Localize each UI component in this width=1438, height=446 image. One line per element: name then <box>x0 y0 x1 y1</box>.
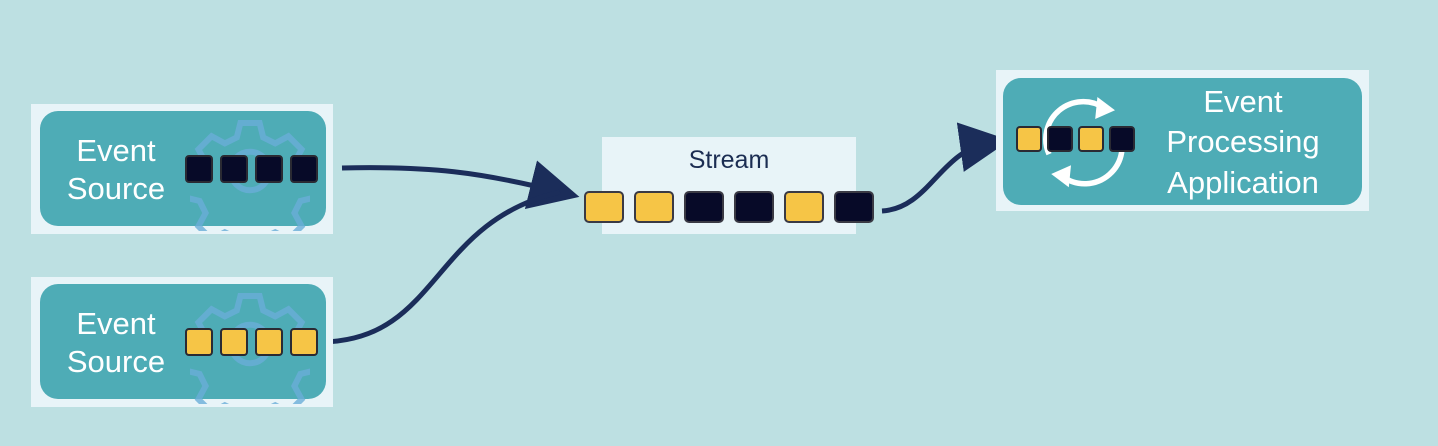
stream-event <box>784 191 824 223</box>
event-square <box>1078 126 1104 152</box>
event-processing-card: Event Processing Application <box>1003 78 1362 205</box>
event-source-card-2: Event Source <box>40 284 326 404</box>
source-label-line2: Source <box>66 344 166 379</box>
stream-event <box>734 191 774 223</box>
arrow-source1-to-stream <box>341 160 580 209</box>
event-square <box>220 155 248 183</box>
event-square <box>290 328 318 356</box>
event-square <box>1016 126 1042 152</box>
processor-label-line2: Processing <box>1166 124 1320 159</box>
processor-label-line1: Event <box>1203 84 1283 119</box>
source-label-line1: Event <box>76 133 156 168</box>
arrow-stream-to-processor <box>881 122 1010 214</box>
stream-event <box>834 191 874 223</box>
stream-event <box>584 191 624 223</box>
source-label-line1: Event <box>76 306 156 341</box>
event-square <box>1109 126 1135 152</box>
processor-label-line3: Application <box>1167 165 1319 200</box>
stream-event <box>684 191 724 223</box>
stream-title: Stream <box>688 146 770 174</box>
source-label-line2: Source <box>66 171 166 206</box>
event-square <box>1047 126 1073 152</box>
event-square <box>255 328 283 356</box>
event-square <box>185 328 213 356</box>
event-square <box>290 155 318 183</box>
event-square <box>220 328 248 356</box>
event-square <box>185 155 213 183</box>
event-source-card-1: Event Source <box>40 111 326 231</box>
arrow-source2-to-stream <box>321 189 561 345</box>
event-square <box>255 155 283 183</box>
stream-event <box>634 191 674 223</box>
